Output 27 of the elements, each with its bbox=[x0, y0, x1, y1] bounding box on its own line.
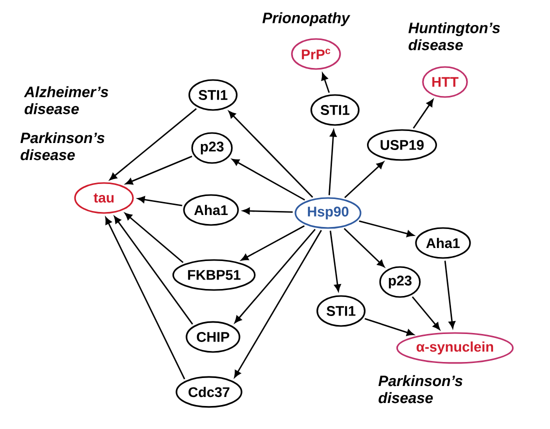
disease-label: Prionopathy bbox=[262, 12, 350, 26]
disease-label: Parkinson’s disease bbox=[20, 132, 104, 160]
arrow bbox=[110, 108, 197, 180]
arrow bbox=[241, 225, 305, 261]
arrow bbox=[328, 130, 337, 196]
arrow bbox=[228, 110, 314, 198]
arrow bbox=[114, 216, 194, 325]
arrow bbox=[344, 228, 385, 268]
arrow bbox=[358, 220, 414, 238]
arrow bbox=[344, 162, 384, 198]
arrow bbox=[124, 212, 184, 264]
arrow bbox=[232, 158, 306, 201]
disease-label: Alzheimer’s disease bbox=[24, 86, 108, 114]
arrow bbox=[330, 230, 341, 292]
disease-label: Parkinson’s disease bbox=[378, 375, 462, 404]
arrow bbox=[234, 230, 322, 378]
arrow bbox=[242, 208, 293, 214]
arrow bbox=[412, 99, 434, 129]
arrow bbox=[138, 196, 182, 206]
arrow bbox=[105, 217, 186, 380]
arrow bbox=[125, 156, 192, 185]
arrow bbox=[444, 260, 456, 328]
arrow bbox=[234, 228, 316, 324]
disease-label: Huntington’s disease bbox=[408, 22, 500, 50]
arrow bbox=[321, 72, 330, 93]
arrow bbox=[364, 318, 414, 336]
arrow bbox=[412, 296, 440, 330]
